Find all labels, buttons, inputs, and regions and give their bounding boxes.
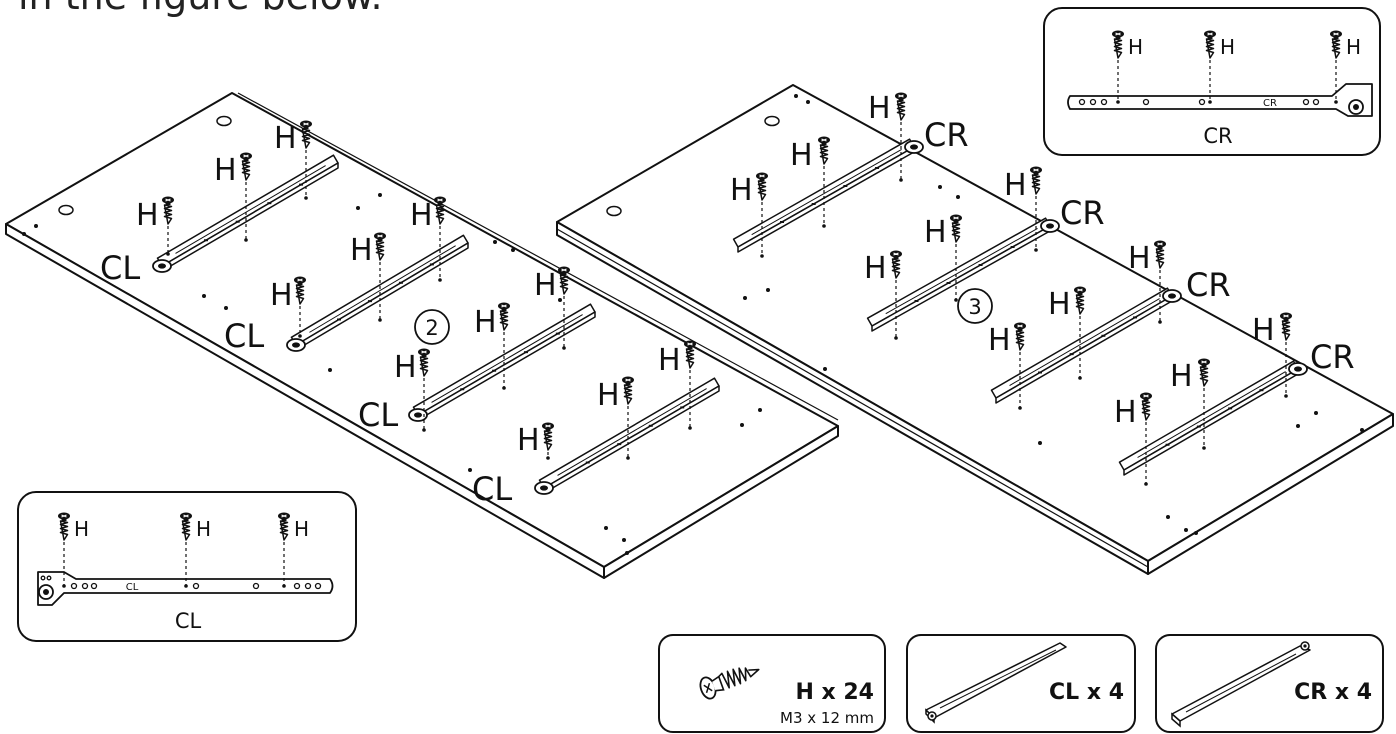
cl-detail-screw-icon [57,511,71,588]
screw-icon [949,213,963,302]
screw-label: H [1048,287,1071,322]
screw-label: H [350,233,373,268]
cl-rail-label: CL [224,317,264,355]
screw-part-icon [699,667,760,700]
cl-detail-screw-label: H [196,517,211,541]
screw-icon [1153,239,1167,324]
screw-label: H [1114,395,1137,430]
screw-label: H [534,268,557,303]
screw-label: H [270,278,293,313]
screw-icon [541,421,555,460]
cr-part-label: CR x 4 [1294,680,1372,705]
cr-detail-screw-icon [1203,29,1217,104]
cr-rail-label: CR [1060,194,1105,232]
screw-icon [1197,357,1211,450]
cl-rail-label: CL [100,249,140,287]
cl-rail [534,377,720,495]
screw-icon [1139,391,1153,486]
cl-detail-screw-icon [179,511,193,588]
screw-label: H [1004,168,1027,203]
screw-label: H [790,138,813,173]
screw-icon [817,135,831,228]
cr-detail-screw-icon [1329,29,1343,104]
screw-icon [293,275,307,338]
cl-detail-box: H H H CL CL [17,491,357,642]
screw-part-spec: M3 x 12 mm [780,709,874,727]
part-box-screw: H x 24 M3 x 12 mm [658,634,886,733]
screw-label: H [988,323,1011,358]
screw-label: H [410,198,433,233]
screw-label: H [1170,359,1193,394]
step-marker-3: 3 [957,288,993,324]
cr-detail-screw-label: H [1220,35,1235,59]
screw-icon [497,301,511,390]
rails-layer [152,138,1308,495]
cr-rail-stamp: CR [1263,98,1277,109]
cr-rail [990,287,1182,404]
cr-detail-screw-label: H [1128,35,1143,59]
screw-icon [1279,311,1293,398]
screw-icon [373,231,387,322]
cr-rail [732,138,924,253]
cl-rail [286,234,469,352]
screw-label: H [597,378,620,413]
screw-icon [1029,165,1043,252]
screw-part-label: H x 24 [795,680,874,705]
svg-text:3: 3 [968,295,981,319]
cr-rail-label: CR [924,116,969,154]
cr-rail-label: CR [1186,266,1231,304]
cl-detail-screw-label: H [294,517,309,541]
screw-icon [239,151,253,242]
screw-icon [755,171,769,258]
screw-icon [433,195,447,282]
cr-rail [866,217,1060,332]
cl-rail-label: CL [472,470,512,508]
cl-detail-screw-label: H [74,517,89,541]
part-box-cr-rail: CR x 4 [1155,634,1384,733]
instruction-text: in the figure below. [18,0,383,18]
screw-label: H [924,215,947,250]
screw-label: H [868,91,891,126]
cr-detail-caption: CR [1203,124,1232,148]
cl-detail-caption: CL [175,609,202,633]
cr-detail-screw-label: H [1346,35,1361,59]
screw-icon [621,375,635,460]
cl-rail [152,154,339,273]
screw-label: H [394,350,417,385]
cl-part-label: CL x 4 [1049,680,1124,705]
screw-label: H [274,121,297,156]
screw-label: H [214,153,237,188]
cl-rail-label: CL [358,396,398,434]
step-marker-2: 2 [414,309,450,345]
cl-detail-screw-icon [277,511,291,588]
screw-label: H [517,423,540,458]
screw-label: H [136,198,159,233]
screw-label: H [1128,241,1151,276]
cr-rail-label: CR [1310,338,1355,376]
screw-label: H [730,173,753,208]
screw-label: H [658,343,681,378]
screw-label: H [864,251,887,286]
screw-icon [1073,285,1087,380]
screw-label: H [474,305,497,340]
screw-icon [683,339,697,430]
cr-detail-box: H H H CR CR [1043,7,1381,156]
part-box-cl-rail: CL x 4 [906,634,1136,733]
cr-rail [1118,360,1308,476]
cr-detail-screw-icon [1111,29,1125,104]
screw-icon [417,347,431,432]
screw-icon [161,195,175,256]
screw-icon [1013,321,1027,410]
screw-icon [557,265,571,350]
cl-rail-stamp: CL [126,582,139,593]
screw-label: H [1252,313,1275,348]
screw-icon [299,119,313,200]
svg-text:2: 2 [425,316,438,340]
screw-icon [894,91,908,182]
screw-icon [889,249,903,340]
cl-rail [408,303,596,422]
